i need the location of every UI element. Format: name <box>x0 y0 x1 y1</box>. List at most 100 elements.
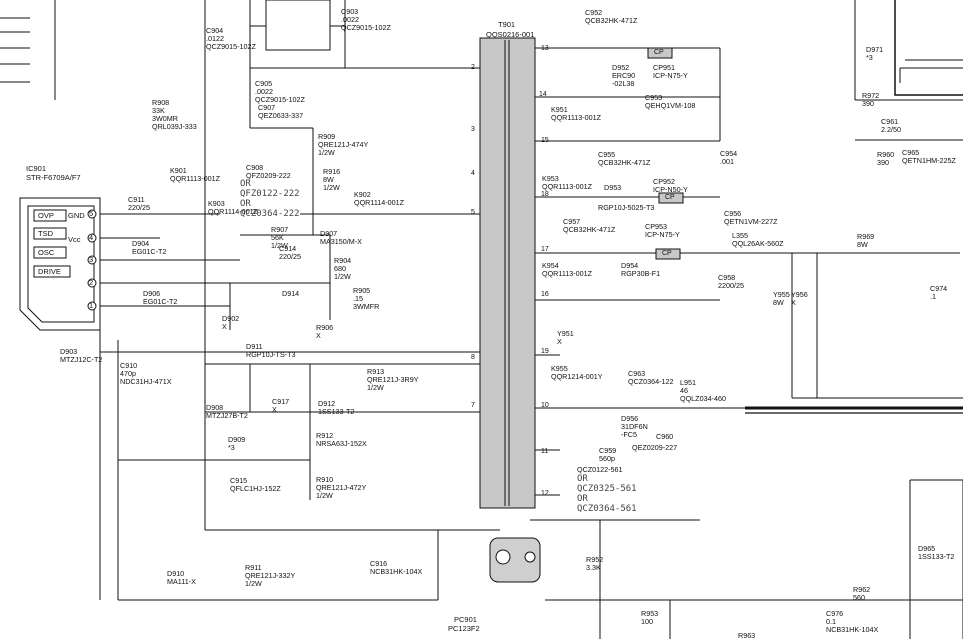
label-r969: R969 8W <box>857 232 875 249</box>
ic901-pin-osc: OSC <box>38 248 55 257</box>
label-cp953: CP953 ICP-N75-Y <box>645 222 680 239</box>
t901-pin-13: 13 <box>541 45 549 52</box>
label-r905: R905 .15 3WMFR <box>353 286 380 311</box>
label-k903: K903 QQR1114-001Z <box>208 199 259 216</box>
ic901-part: STR-F6709A/F7 <box>26 173 81 182</box>
label-r912: R912 NRSA63J-152X <box>316 431 367 448</box>
label-c953: C953 QEHQ1VM-108 <box>645 93 696 110</box>
label-r907: R907 56K 1/2W <box>271 225 289 250</box>
label-y955: Y955 8W <box>773 290 790 307</box>
label-qez0209: QEZ0209-227 <box>632 443 678 452</box>
label-d954: D954 RGP30B-F1 <box>621 261 661 278</box>
label-r909: R909 QRE121J-474Y 1/2W <box>318 132 369 157</box>
label-c961: C961 2.2/50 <box>881 117 901 134</box>
label-d909: D909 *3 <box>228 435 246 452</box>
label-c952: C952 QCB32HK-471Z <box>585 8 638 25</box>
label-c956: C956 QETN1VM-227Z <box>724 209 778 226</box>
label-cp952: CP952 ICP-N50-Y <box>653 177 688 194</box>
label-d956: D956 31DF6N -FC5 <box>621 414 648 439</box>
label-c907: C907 QEZ0633-337 <box>258 103 304 120</box>
label-c903: C903 .0022 QCZ9015-102Z <box>341 7 391 32</box>
label-qcz0122: QCZ0122-561 <box>577 465 623 474</box>
ic901-pin-num-4: 4 <box>89 233 94 242</box>
ic901-pin-num-2: 2 <box>89 278 94 287</box>
label-c917: C917 X <box>272 397 290 414</box>
label-c955: C955 QCB32HK-471Z <box>598 150 651 167</box>
label-r962: R962 560 <box>853 585 871 602</box>
t901-pin-15: 15 <box>541 137 549 144</box>
label-y951: Y951 X <box>557 329 574 346</box>
label-r908: R908 33K 3W0MR QRL039J-333 <box>152 98 197 131</box>
label-c974: C974 .1 <box>930 284 948 301</box>
label-l951: L951 46 QQLZ034-460 <box>680 378 726 403</box>
label-r911: R911 QRE121J-332Y 1/2W <box>245 563 296 588</box>
label-r906: R906 X <box>316 323 334 340</box>
label-l355: L355 QQL26AK-560Z <box>732 231 784 248</box>
ic901-pin-num-5: 5 <box>89 209 94 218</box>
label-r953: R953 100 <box>641 609 659 626</box>
t901-transformer <box>479 37 536 509</box>
cp953-box <box>655 248 681 260</box>
label-c915: C915 QFLC1HJ-152Z <box>230 476 281 493</box>
ic901-box <box>19 197 101 331</box>
label-c908: C908 QFZ0209-222 <box>246 163 291 180</box>
ic901-pin-num-3: 3 <box>89 255 94 264</box>
label-d907: D907 MA3150/M-X <box>320 229 362 246</box>
label-k954: K954 QQR1113-001Z <box>542 261 593 278</box>
t901-pin-4: 4 <box>471 170 475 177</box>
t901-pin-8: 8 <box>471 354 475 361</box>
label-c905: C905 .0022 QCZ9015-102Z <box>255 79 305 104</box>
t901-pin-19: 19 <box>541 348 549 355</box>
pc901-part: PC123F2 <box>448 624 480 633</box>
ic901-pin-tsd: TSD <box>38 229 53 238</box>
t901-pin-17: 17 <box>541 246 549 253</box>
ic901-pin-num-1: 1 <box>89 301 94 310</box>
pc901-ref: PC901 <box>454 615 477 624</box>
label-d902: D902 X <box>222 314 240 331</box>
label-c960: C960 <box>656 432 674 441</box>
t901-pin-5: 5 <box>471 209 475 216</box>
label-k955: K955 QQR1214-001Y <box>551 364 603 381</box>
label-c916: C916 NCB31HK-104X <box>370 559 423 576</box>
label-d908: D908 MTZJ27B-T2 <box>206 403 248 420</box>
label-c904: C904 .0122 QCZ9015-102Z <box>206 26 256 51</box>
label-r913: R913 QRE121J-3R9Y 1/2W <box>367 367 419 392</box>
t901-part: QQS0216-001 <box>486 30 535 39</box>
ic901-pin-ovp: OVP <box>38 211 54 220</box>
label-rgp10j: RGP10J-5025-T3 <box>598 203 655 212</box>
label-r952: R952 3.3K <box>586 555 604 572</box>
label-d971: D971 *3 <box>866 45 884 62</box>
ic901-ref: IC901 <box>26 164 47 173</box>
t901-pin-11: 11 <box>541 448 549 455</box>
label-d911: D911 RGP10J-TS-T3 <box>246 342 296 359</box>
cp952-tag: CP <box>665 194 675 201</box>
label-d952: D952 ERC90 -02L38 <box>612 63 636 88</box>
ic901-label-vcc: Vcc <box>68 235 81 244</box>
label-r904: R904 680 1/2W <box>334 256 352 281</box>
t901-ref: T901 <box>498 20 516 29</box>
label-c958: C958 2200/25 <box>718 273 744 290</box>
cp953-tag: CP <box>662 250 672 257</box>
label-d906: D906 EG01C-T2 <box>143 289 178 306</box>
t901-pin-14: 14 <box>539 91 547 98</box>
alt-alt2: OR QCZ0325-561 OR QCZ0364-561 <box>577 474 637 514</box>
label-r916: R916 8W 1/2W <box>323 167 341 192</box>
t901-pin-12: 12 <box>541 490 549 497</box>
t901-pin-18: 18 <box>541 191 549 198</box>
label-y956: Y956 X <box>791 290 808 307</box>
alt-alt1: OR QFZ0122-222 OR QCZ0364-222 <box>240 179 300 219</box>
label-r963: R963 <box>738 631 756 640</box>
label-c957: C957 QCB32HK-471Z <box>563 217 616 234</box>
t901-pin-3: 3 <box>471 126 475 133</box>
t901-pin-7: 7 <box>471 402 475 409</box>
label-c954: C954 .001 <box>720 149 738 166</box>
label-k901: K901 QQR1113-001Z <box>170 166 221 183</box>
cp952-box <box>658 192 684 204</box>
label-d903: D903 MTZJ12C-T2 <box>60 347 103 364</box>
label-c965: C965 QETN1HM-225Z <box>902 148 956 165</box>
label-d904: D904 EG01C-T2 <box>132 239 167 256</box>
label-r910: R910 QRE121J-472Y 1/2W <box>316 475 367 500</box>
cp951-box <box>647 47 673 59</box>
